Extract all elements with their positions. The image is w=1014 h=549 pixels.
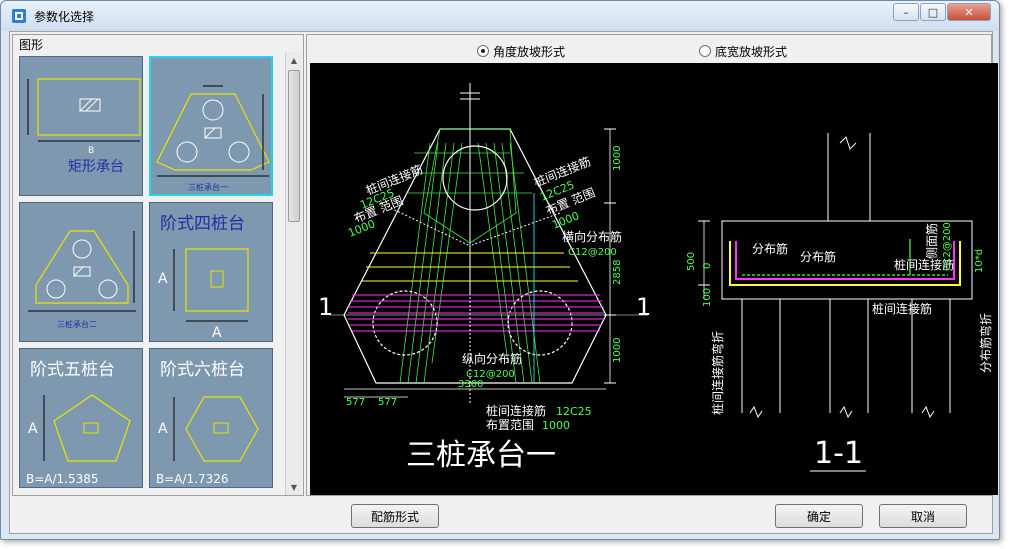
section-dist-1: 分布筋 (752, 241, 788, 256)
title-bar[interactable]: 参数化选择 – □ ✕ (1, 1, 999, 31)
bottom-rebar-spec: 12C25 (556, 405, 592, 418)
horizontal-dist-spec: C12@200 (568, 247, 617, 258)
section-pile-rebar: 桩间连接筋 (894, 257, 954, 272)
left-rebar-label: 桩间连接筋 (364, 161, 425, 197)
scroll-thumb[interactable] (288, 70, 300, 222)
scroll-down-icon[interactable]: ▼ (290, 482, 298, 492)
shape-group: 图形 B 矩形承台 (12, 34, 304, 496)
dim-2858: 2858 (612, 260, 623, 285)
section-title: 1-1 (814, 436, 863, 471)
dim-1000-top: 1000 (612, 146, 623, 171)
radio-on-icon (477, 45, 489, 57)
thumb-three-pile-cap-1[interactable]: 三桩承台一 (149, 56, 273, 196)
plan-title: 三桩承台一 (406, 438, 556, 473)
dim-a-vertical: A (158, 271, 168, 287)
scroll-up-icon[interactable]: ▲ (290, 55, 298, 65)
three-pile-cap-1-diagram: 三桩承台一 (156, 85, 270, 192)
side-rebar-spec: C12@200 (942, 222, 953, 271)
vertical-dist-spec: C12@200 (466, 369, 515, 380)
bottom-range-label: 布置范围 (486, 418, 534, 432)
dim-a-label: A (158, 421, 168, 437)
thumb-label: 阶式六桩台 (160, 360, 245, 380)
side-rebar-label: 侧面筋 (924, 223, 939, 259)
thumb-label: 矩形承台 (68, 159, 124, 175)
section-mark-left: 1 (318, 293, 333, 321)
minimize-button[interactable]: – (893, 3, 919, 21)
dim-577-b: 577 (378, 397, 397, 408)
left-bent-label: 桩间连接筋弯折 (710, 331, 725, 415)
radio-bottom-width-slope-label: 底宽放坡形式 (715, 44, 788, 59)
drawing-canvas: 1 1 桩间连接筋 12C25 布置 范围 1000 桩间连接筋 12C25 布… (310, 63, 998, 495)
bottom-rebar-label: 桩间连接筋 (486, 403, 546, 418)
left-range-value: 1000 (346, 217, 377, 240)
rect-cap-diagram: B 矩形承台 (27, 78, 141, 175)
stepped-four-pile-cap-diagram: 阶式四桩台 A A (158, 214, 249, 341)
stepped-six-pile-cap-diagram: 阶式六桩台 A B=A/1.7326 (156, 360, 259, 486)
bottom-range-value: 1000 (542, 419, 570, 432)
maximize-button[interactable]: □ (920, 3, 946, 21)
stepped-five-pile-cap-diagram: 阶式五桩台 A B=A/1.5385 (26, 360, 131, 486)
app-icon (12, 9, 26, 23)
thumb-label: 三桩承台一 (188, 182, 228, 192)
section-view: 分布筋 分布筋 桩间连接筋 桩间连接筋 侧面筋 C12@200 桩间连接筋弯折 … (686, 133, 993, 472)
section-mark-right: 1 (636, 293, 651, 321)
rebar-form-button[interactable]: 配筋形式 (351, 504, 439, 528)
close-icon: ✕ (964, 5, 974, 19)
dim-0: 0 (702, 263, 713, 269)
right-bent-label: 分布筋弯折 (978, 313, 993, 373)
dialog-body: 图形 B 矩形承台 (9, 31, 998, 534)
maximize-icon: □ (927, 5, 939, 19)
horizontal-dist-label: 横向分布筋 (562, 229, 622, 244)
ok-button[interactable]: 确定 (775, 504, 863, 528)
formula-label: B=A/1.5385 (26, 472, 99, 486)
shape-group-label: 图形 (19, 38, 44, 52)
dim-10d: 10*d (974, 249, 985, 273)
dim-1000-bottom: 1000 (612, 338, 623, 363)
dim-b-label: B (88, 146, 94, 156)
dim-3300: 3300 (458, 379, 483, 390)
thumb-three-pile-cap-2[interactable]: 三桩承台二 (19, 202, 143, 342)
thumb-rect-cap[interactable]: B 矩形承台 (19, 56, 143, 196)
dim-500: 500 (686, 252, 697, 271)
radio-angle-slope[interactable]: 角度放坡形式 (477, 43, 565, 59)
three-pile-cap-2-diagram: 三桩承台二 (28, 230, 136, 329)
thumb-stepped-four-pile-cap[interactable]: 阶式四桩台 A A (149, 202, 273, 342)
dim-a-label: A (28, 421, 38, 437)
close-button[interactable]: ✕ (947, 3, 991, 21)
vertical-dist-label: 纵向分布筋 (462, 351, 522, 366)
section-dist-2: 分布筋 (800, 249, 836, 264)
thumb-stepped-six-pile-cap[interactable]: 阶式六桩台 A B=A/1.7326 (149, 348, 273, 488)
dim-100: 100 (702, 288, 713, 307)
radio-angle-slope-label: 角度放坡形式 (493, 44, 566, 59)
plan-view: 1 1 桩间连接筋 12C25 布置 范围 1000 桩间连接筋 12C25 布… (318, 83, 651, 473)
radio-off-icon (699, 45, 711, 57)
cancel-button[interactable]: 取消 (879, 504, 967, 528)
thumbnail-scrollbar[interactable]: ▲ ▼ (285, 52, 302, 495)
preview-panel: 角度放坡形式 底宽放坡形式 (306, 34, 998, 496)
thumb-stepped-five-pile-cap[interactable]: 阶式五桩台 A B=A/1.5385 (19, 348, 143, 488)
shape-thumbnail-list: B 矩形承台 三桩 (19, 52, 281, 495)
section-pile-rebar-bottom: 桩间连接筋 (872, 301, 932, 316)
dim-577-a: 577 (346, 397, 365, 408)
minimize-icon: – (903, 5, 909, 19)
thumb-label: 阶式五桩台 (30, 360, 115, 380)
dim-a-horizontal: A (212, 325, 222, 341)
dialog-window: 参数化选择 – □ ✕ 图形 B 矩形承台 (0, 0, 1000, 540)
thumb-label: 三桩承台二 (57, 319, 97, 329)
formula-label: B=A/1.7326 (156, 472, 229, 486)
window-title: 参数化选择 (34, 10, 95, 24)
cad-drawing: 1 1 桩间连接筋 12C25 布置 范围 1000 桩间连接筋 12C25 布… (318, 83, 993, 473)
thumb-label: 阶式四桩台 (160, 214, 245, 234)
radio-bottom-width-slope[interactable]: 底宽放坡形式 (699, 43, 787, 59)
